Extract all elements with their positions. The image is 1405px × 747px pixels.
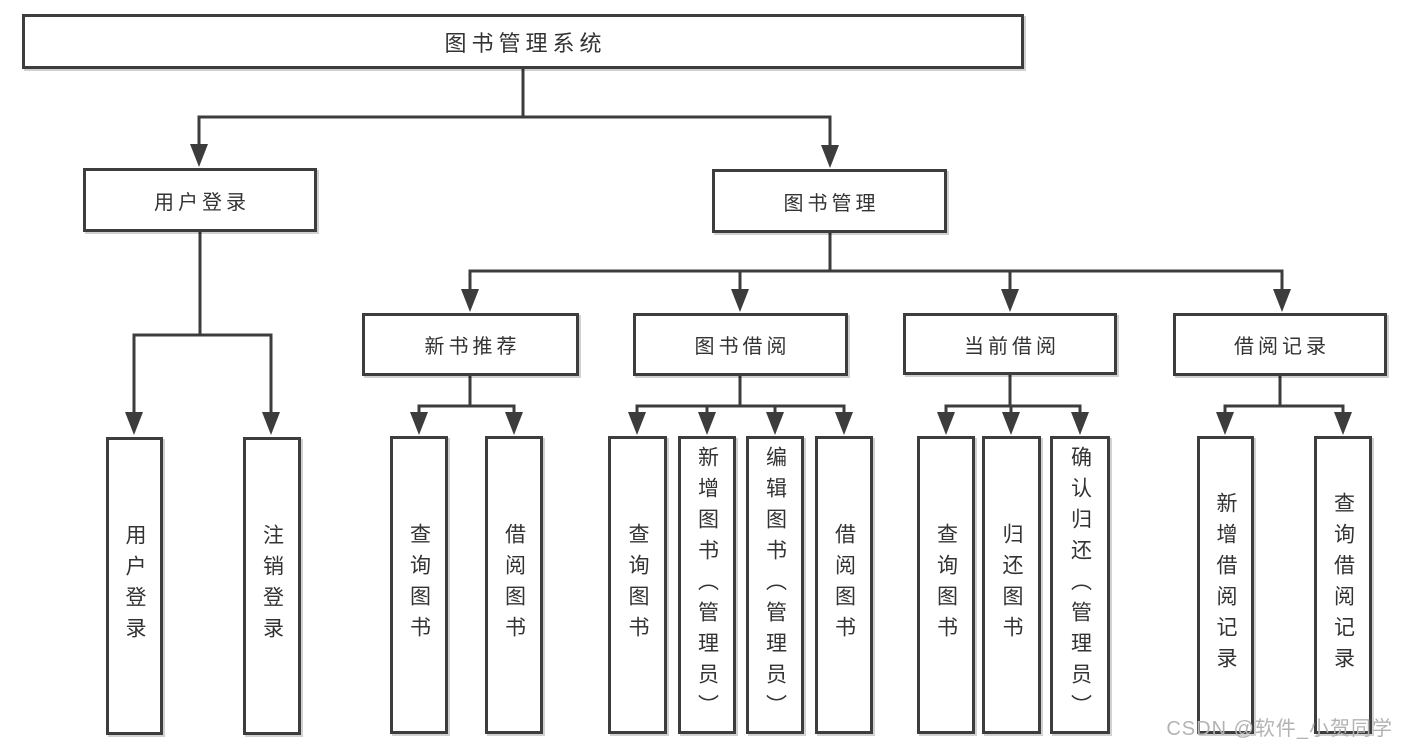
node-book-management: 图书管理 [712,169,947,233]
node-new-book-recommend: 新书推荐 [362,313,579,376]
arrowheads [125,144,1352,435]
node-user-login: 用户登录 [83,168,317,232]
leaf-nb-borrow-book: 借阅图书 [485,436,543,734]
leaf-bb-borrow-book-label: 借阅图书 [832,523,856,647]
leaf-cb-return-book-label: 归还图书 [1000,523,1023,647]
leaf-bb-query-book: 查询图书 [608,436,667,734]
leaf-nb-query-book: 查询图书 [390,436,448,734]
node-current-borrow: 当前借阅 [903,313,1117,375]
leaf-bb-borrow-book: 借阅图书 [815,436,873,734]
node-new-book-recommend-label: 新书推荐 [424,336,521,358]
node-current-borrow-label: 当前借阅 [964,335,1060,358]
leaf-user-login: 用户登录 [106,437,163,735]
node-borrow-record: 借阅记录 [1173,313,1387,376]
leaf-br-add-record-label: 新增借阅记录 [1214,492,1237,678]
leaf-logout: 注销登录 [243,437,301,735]
leaf-nb-borrow-book-label: 借阅图书 [502,523,526,647]
leaf-br-query-record-label: 查询借阅记录 [1331,492,1355,678]
node-root-label: 图书管理系统 [444,30,607,56]
leaf-cb-confirm-return-admin-label: 确认归还（管理员） [1068,445,1092,725]
leaf-user-login-label: 用户登录 [123,524,146,648]
node-user-login-label: 用户登录 [154,191,250,214]
leaf-cb-return-book: 归还图书 [982,436,1041,734]
leaf-bb-add-book-admin: 新增图书（管理员） [678,436,736,734]
node-borrow-record-label: 借阅记录 [1234,336,1330,358]
leaf-br-query-record: 查询借阅记录 [1314,436,1372,734]
leaf-br-add-record: 新增借阅记录 [1197,436,1254,734]
node-book-management-label: 图书管理 [783,192,880,215]
leaf-nb-query-book-label: 查询图书 [407,523,431,647]
leaf-bb-query-book-label: 查询图书 [626,523,649,647]
leaf-cb-query-book-label: 查询图书 [934,523,958,647]
leaf-bb-edit-book-admin: 编辑图书（管理员） [746,436,804,734]
leaf-cb-confirm-return-admin: 确认归还（管理员） [1050,436,1110,734]
node-book-borrow-label: 图书借阅 [694,336,791,358]
leaf-logout-label: 注销登录 [260,524,284,648]
csdn-watermark: CSDN @软件_小贺同学 [1166,718,1393,740]
node-book-borrow: 图书借阅 [633,313,848,376]
leaf-bb-edit-book-admin-label: 编辑图书（管理员） [763,445,787,725]
leaf-bb-add-book-admin-label: 新增图书（管理员） [695,445,719,725]
node-root: 图书管理系统 [22,14,1024,69]
leaf-cb-query-book: 查询图书 [917,436,975,734]
